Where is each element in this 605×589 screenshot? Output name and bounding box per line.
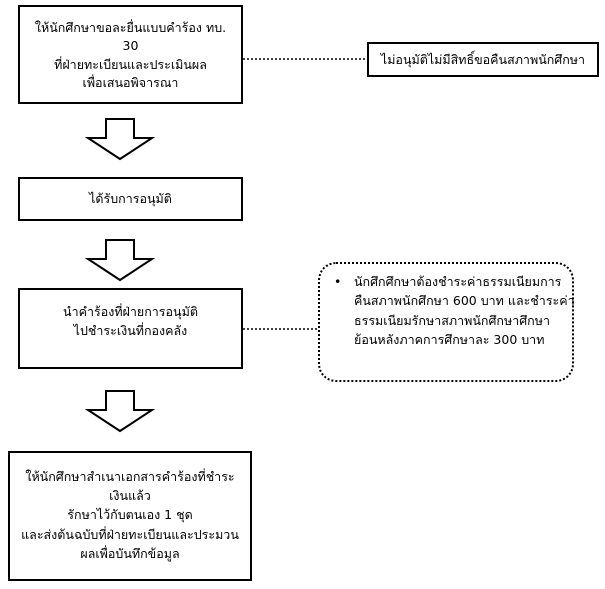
step-text: ผลเพื่อบันทึกข้อมูล xyxy=(80,546,180,562)
step-copy-and-submit: ให้นักศึกษาสำเนาเอกสารคำร้องที่ชำระ เงิน… xyxy=(8,451,252,581)
step-approved: ได้รับการอนุมัติ xyxy=(18,177,243,221)
down-arrow-1 xyxy=(84,118,156,161)
fee-note-text: นักศึกศึกษาต้องชำระค่าธรรมเนียมการ xyxy=(354,274,562,289)
step-text: ไปชำระเงินที่กองคลัง xyxy=(73,322,188,338)
bullet-icon: • xyxy=(334,274,342,289)
step-text: และส่งต้นฉบับที่ฝ่ายทะเบียนและประมวน xyxy=(21,526,239,542)
step-text: 30 xyxy=(122,38,139,54)
step-text: เงินแล้ว xyxy=(109,487,151,503)
down-arrow-3 xyxy=(84,390,156,433)
step-text: ให้นักศึกษาขอละยื่นแบบคำร้อง ทบ. xyxy=(34,20,227,36)
step-text: ที่ฝ่ายทะเบียนและประเมินผล xyxy=(54,56,207,72)
down-arrow-2 xyxy=(84,239,156,282)
step-text: เพื่อเสนอพิจารณา xyxy=(82,74,179,90)
fee-note: • นักศึกศึกษาต้องชำระค่าธรรมเนียมการ คืน… xyxy=(318,262,575,382)
step-text: รักษาไว้กับตนเอง 1 ชุด xyxy=(67,507,193,523)
reject-note: ไม่อนุมัติไม่มีสิทธิ์ขอคืนสภาพนักศึกษา xyxy=(367,42,599,77)
step-submit-request: ให้นักศึกษาขอละยื่นแบบคำร้อง ทบ. 30 ที่ฝ… xyxy=(18,5,243,104)
step-text: ให้นักศึกษาสำเนาเอกสารคำร้องที่ชำระ xyxy=(25,468,235,484)
reject-note-text: ไม่อนุมัติไม่มีสิทธิ์ขอคืนสภาพนักศึกษา xyxy=(380,51,586,67)
step-text: นำคำร้องที่ฝ่ายการอนุมัติ xyxy=(63,304,198,320)
fee-note-text: ธรรมเนียมรักษาสภาพนักศึกษาศึกษา xyxy=(354,312,550,328)
step-text: ได้รับการอนุมัติ xyxy=(89,190,172,206)
step-pay-fee: นำคำร้องที่ฝ่ายการอนุมัติ ไปชำระเงินที่ก… xyxy=(18,288,243,369)
fee-note-text: ย้อนหลังภาคการศึกษาละ 300 บาท xyxy=(354,332,545,348)
fee-note-text: คืนสภาพนักศึกษา 600 บาท และชำระค่า xyxy=(354,293,575,309)
